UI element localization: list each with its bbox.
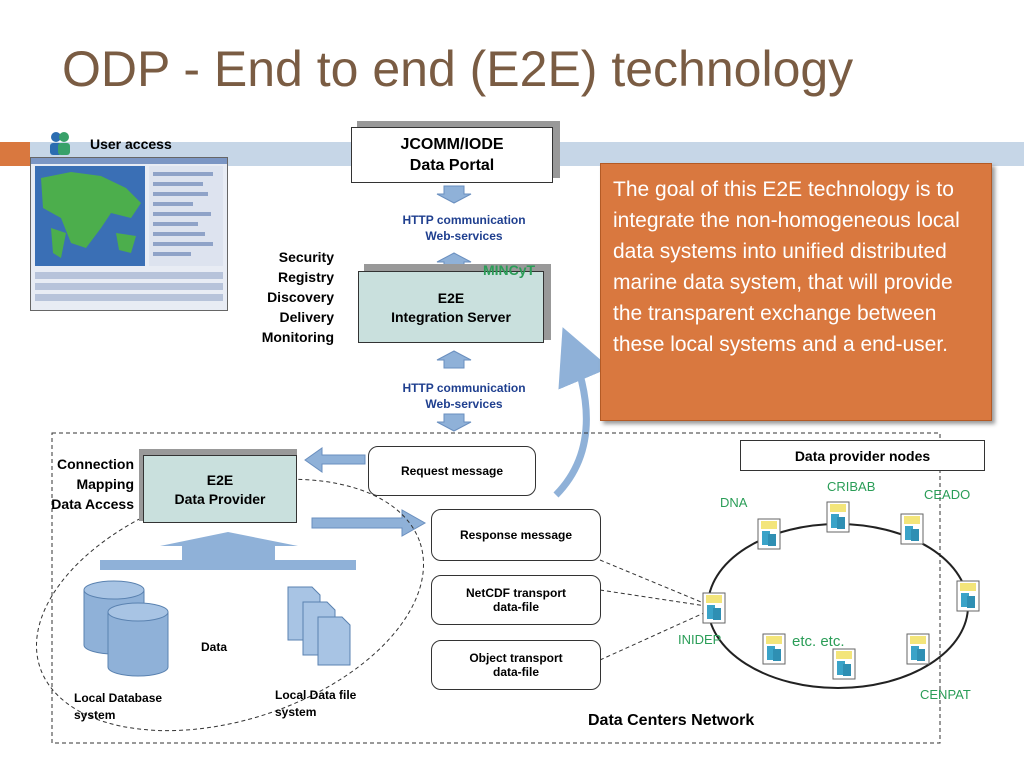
server-icon bbox=[826, 501, 850, 533]
local-file-line1: Local Data file bbox=[275, 688, 357, 702]
http-label-bottom: HTTP communication Web-services bbox=[384, 380, 544, 412]
server-line2: Integration Server bbox=[391, 309, 511, 325]
server-icon bbox=[906, 633, 930, 665]
data-label: Data bbox=[201, 640, 228, 654]
response-arrow bbox=[311, 509, 427, 537]
portal-screenshot bbox=[30, 157, 228, 311]
portal-server-arrow bbox=[436, 185, 472, 271]
local-database-label: Local Database system bbox=[74, 690, 162, 724]
node-ceado: CEADO bbox=[924, 487, 971, 502]
data-portal-box: JCOMM/IODE Data Portal bbox=[351, 127, 553, 183]
netcdf-file-box: NetCDF transport data-file bbox=[431, 575, 601, 625]
function-mapping: Mapping bbox=[76, 476, 134, 492]
node-cribab: CRIBAB bbox=[827, 479, 876, 494]
http-bottom-line2: Web-services bbox=[425, 397, 503, 411]
provider-area-ellipse bbox=[35, 478, 425, 732]
server-icon bbox=[832, 648, 856, 680]
object-file-box: Object transport data-file bbox=[431, 640, 601, 690]
data-up-arrow bbox=[100, 532, 356, 570]
node-dna: DNA bbox=[720, 495, 748, 510]
request-message-box: Request message bbox=[368, 446, 536, 496]
file-stack-icon bbox=[287, 586, 351, 666]
goal-textbox: The goal of this E2E technology is to in… bbox=[600, 163, 992, 421]
http-top-line2: Web-services bbox=[425, 229, 503, 243]
server-functions: Security Registry Discovery Delivery Mon… bbox=[232, 247, 334, 347]
curved-arrow bbox=[553, 327, 611, 498]
server-icon bbox=[900, 513, 924, 545]
object-line1: Object transport bbox=[469, 651, 563, 665]
http-top-line1: HTTP communication bbox=[402, 213, 526, 227]
function-connection: Connection bbox=[57, 456, 134, 472]
network-boundary bbox=[51, 432, 941, 744]
netcdf-line2: data-file bbox=[492, 600, 539, 614]
provider-nodes-title: Data provider nodes bbox=[740, 440, 985, 471]
function-security: Security bbox=[278, 249, 334, 265]
user-access-label: User access bbox=[90, 136, 172, 152]
local-db-line2: system bbox=[74, 708, 116, 722]
page-title: ODP - End to end (E2E) technology bbox=[62, 41, 854, 97]
database-icon bbox=[83, 580, 169, 677]
local-file-line2: system bbox=[275, 705, 317, 719]
node-etc: etc. etc. bbox=[792, 633, 845, 650]
provider-line2: Data Provider bbox=[174, 491, 266, 507]
node-cenpat: CENPAT bbox=[920, 687, 971, 702]
integration-server-box: E2E Integration Server bbox=[358, 271, 544, 343]
object-line2: data-file bbox=[492, 665, 539, 679]
data-provider-box: E2E Data Provider bbox=[143, 455, 297, 523]
request-arrow bbox=[304, 447, 366, 473]
portal-line1: JCOMM/IODE bbox=[400, 136, 504, 153]
mincyt-label: MINCyT bbox=[483, 262, 536, 278]
http-label-top: HTTP communication Web-services bbox=[384, 212, 544, 244]
users-icon bbox=[48, 130, 72, 158]
node-inidep: INIDEP bbox=[678, 632, 722, 647]
provider-functions: Connection Mapping Data Access bbox=[20, 454, 134, 514]
function-discovery: Discovery bbox=[267, 289, 334, 305]
server-icon bbox=[702, 592, 726, 624]
portal-line2: Data Portal bbox=[409, 157, 495, 174]
http-bottom-line1: HTTP communication bbox=[402, 381, 526, 395]
netcdf-line1: NetCDF transport bbox=[465, 586, 566, 600]
function-registry: Registry bbox=[277, 269, 334, 285]
local-file-label: Local Data file system bbox=[275, 687, 356, 721]
server-provider-arrow bbox=[436, 350, 472, 432]
server-line1: E2E bbox=[437, 290, 465, 306]
function-monitoring: Monitoring bbox=[261, 329, 334, 345]
function-data-access: Data Access bbox=[51, 496, 134, 512]
provider-line1: E2E bbox=[206, 472, 234, 488]
server-icon bbox=[762, 633, 786, 665]
local-db-line1: Local Database bbox=[74, 691, 163, 705]
header-band-accent bbox=[0, 142, 30, 166]
response-message-box: Response message bbox=[431, 509, 601, 561]
network-title: Data Centers Network bbox=[588, 712, 755, 729]
server-icon bbox=[956, 580, 980, 612]
server-icon bbox=[757, 518, 781, 550]
function-delivery: Delivery bbox=[279, 309, 334, 325]
